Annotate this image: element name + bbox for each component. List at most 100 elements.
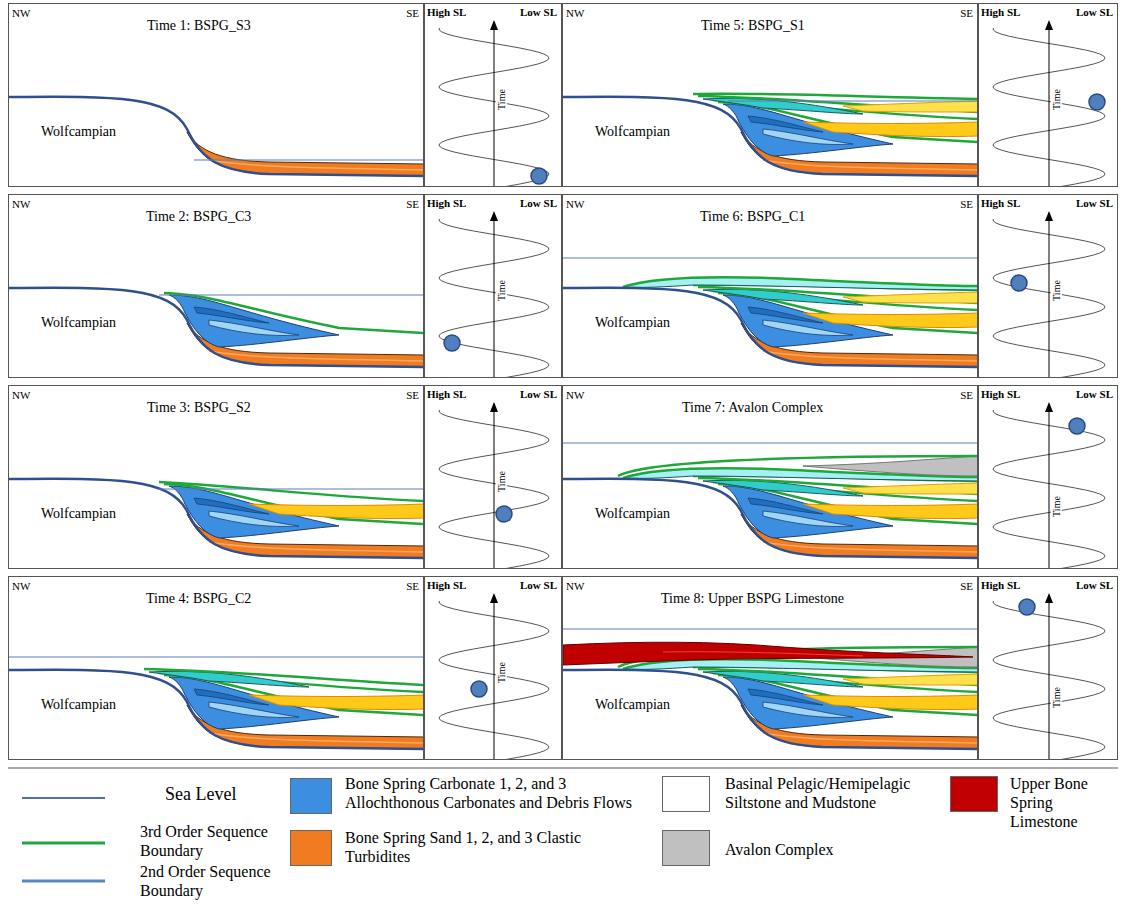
sea-level-chart: High SLLow SLTime — [978, 385, 1118, 569]
legend-text: Bone Spring Sand 1, 2, and 3 Clastic Tur… — [345, 828, 645, 866]
sand-2 — [249, 695, 424, 710]
sequence-boundary — [718, 675, 978, 715]
legend-text: 3rd Order Sequence Boundary — [140, 822, 280, 860]
wolfcampian-surface — [9, 479, 424, 558]
time-axis — [1049, 595, 1050, 760]
wolfcampian-platform — [9, 479, 424, 569]
sea-level-marker — [471, 681, 487, 697]
sea-level-curve — [979, 386, 1118, 569]
axis-label: Time — [1051, 279, 1062, 302]
direction-label: NW — [566, 198, 584, 210]
panel-title: Time 2: BSPG_C3 — [146, 209, 251, 225]
sea-level-marker — [1089, 94, 1105, 110]
formation-label: Wolfcampian — [595, 315, 670, 331]
sea-level-line — [194, 159, 424, 160]
sequence-boundary — [164, 484, 424, 524]
sequence-boundary — [618, 456, 978, 476]
sea-level-line — [159, 488, 424, 489]
legend-text: Basinal Pelagic/Hemipelagic Siltstone an… — [725, 774, 940, 812]
axis-label: High SL — [427, 388, 466, 400]
section-panel: Time 7: Avalon ComplexNWSEWolfcampian — [562, 385, 978, 569]
sea-level-marker — [496, 506, 512, 522]
sequence-boundary — [718, 102, 978, 142]
axis-arrow — [1045, 211, 1053, 221]
sand-3-detail — [209, 160, 424, 170]
sand-3-detail — [763, 542, 978, 552]
sea-level-line — [9, 656, 424, 657]
sand-1 — [843, 292, 978, 303]
sea-level-chart: High SLLow SLTime — [978, 3, 1118, 187]
time-axis — [1049, 404, 1050, 569]
axis-label: High SL — [981, 6, 1020, 18]
sea-level-marker — [444, 335, 460, 351]
axis-arrow — [1045, 402, 1053, 412]
wolfcampian-surface — [9, 288, 424, 367]
carbonate-1 — [623, 277, 978, 290]
panel-title: Time 7: Avalon Complex — [682, 400, 823, 416]
legend-swatch — [290, 830, 332, 866]
panel-title: Time 3: BSPG_S2 — [147, 400, 251, 416]
sand-2 — [803, 313, 978, 328]
sand-1 — [843, 674, 978, 685]
legend-text: 2nd Order Sequence Boundary — [140, 862, 280, 900]
section-panel: Time 6: BSPG_C1NWSEWolfcampian — [562, 194, 978, 378]
time-axis — [494, 22, 495, 187]
direction-label: NW — [566, 389, 584, 401]
axis-label: Time — [496, 279, 507, 302]
direction-label: NW — [12, 7, 30, 19]
sea-level-chart: High SLLow SLTime — [978, 194, 1118, 378]
legend-text: Bone Spring Carbonate 1, 2, and 3 Alloch… — [345, 774, 645, 812]
sand-3-detail — [763, 351, 978, 361]
legend-line — [22, 842, 105, 845]
sand-3 — [187, 132, 424, 176]
time-axis — [494, 595, 495, 760]
sequence-boundary — [718, 484, 978, 524]
legend-text: Sea Level — [165, 784, 315, 806]
legend-divider — [8, 768, 1118, 769]
axis-label: High SL — [981, 579, 1020, 591]
wolfcampian-platform — [9, 670, 424, 760]
axis-label: Time — [1051, 686, 1062, 709]
sand-2 — [803, 695, 978, 710]
wolfcampian-platform — [563, 97, 978, 187]
sea-level-curve — [425, 577, 562, 760]
axis-label: High SL — [427, 6, 466, 18]
direction-label: SE — [406, 7, 419, 19]
sand-3-detail — [209, 542, 424, 552]
sea-level-curve — [425, 4, 562, 187]
axis-label: Low SL — [520, 6, 557, 18]
sea-level-chart: High SLLow SLTime — [424, 3, 562, 187]
panel-title: Time 5: BSPG_S1 — [701, 18, 805, 34]
axis-label: Low SL — [520, 197, 557, 209]
formation-label: Wolfcampian — [595, 506, 670, 522]
wolfcampian-platform — [563, 479, 978, 569]
legend-swatch — [662, 830, 710, 866]
wolfcampian-surface — [563, 479, 978, 558]
sea-level-curve — [425, 386, 562, 569]
axis-label: High SL — [427, 197, 466, 209]
direction-label: SE — [406, 580, 419, 592]
wolfcampian-surface — [563, 97, 978, 176]
sequence-boundary — [623, 277, 978, 287]
sand-3-detail — [209, 733, 424, 743]
panel-title: Time 6: BSPG_C1 — [700, 209, 805, 225]
upper-limestone — [563, 642, 973, 665]
panel-title: Time 8: Upper BSPG Limestone — [661, 591, 844, 607]
sea-level-marker — [1011, 275, 1027, 291]
axis-arrow — [490, 211, 498, 221]
formation-label: Wolfcampian — [595, 124, 670, 140]
sea-level-line — [728, 100, 978, 101]
formation-label: Wolfcampian — [41, 506, 116, 522]
sea-level-line — [563, 257, 978, 258]
direction-label: NW — [566, 580, 584, 592]
sequence-boundary — [164, 675, 424, 715]
direction-label: NW — [12, 580, 30, 592]
section-panel: Time 8: Upper BSPG LimestoneNWSEWolfcamp… — [562, 576, 978, 760]
formation-label: Wolfcampian — [41, 315, 116, 331]
sand-1 — [843, 483, 978, 494]
legend-text: Avalon Complex — [725, 840, 940, 859]
axis-label: Time — [1051, 495, 1062, 518]
direction-label: SE — [406, 198, 419, 210]
axis-arrow — [490, 593, 498, 603]
